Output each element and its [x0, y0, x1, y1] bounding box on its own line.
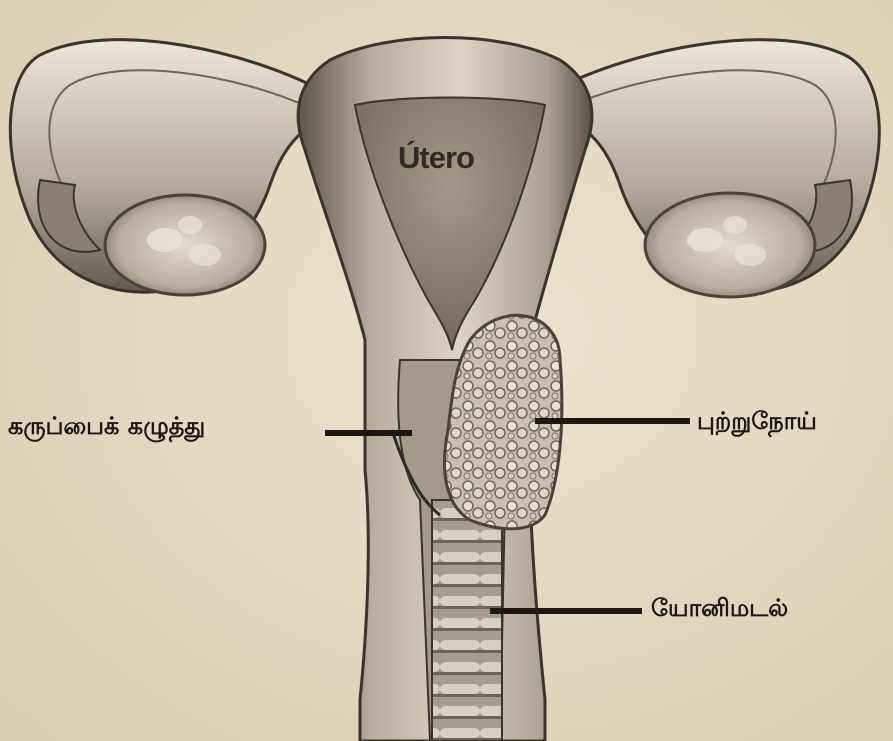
- cervix-label: கருப்பைக் கழுத்து: [8, 412, 205, 443]
- uterus-label: Útero: [398, 140, 474, 176]
- cancer-label: புற்றுநோய்: [697, 407, 817, 438]
- vagina-label: யோனிமடல்: [651, 594, 788, 625]
